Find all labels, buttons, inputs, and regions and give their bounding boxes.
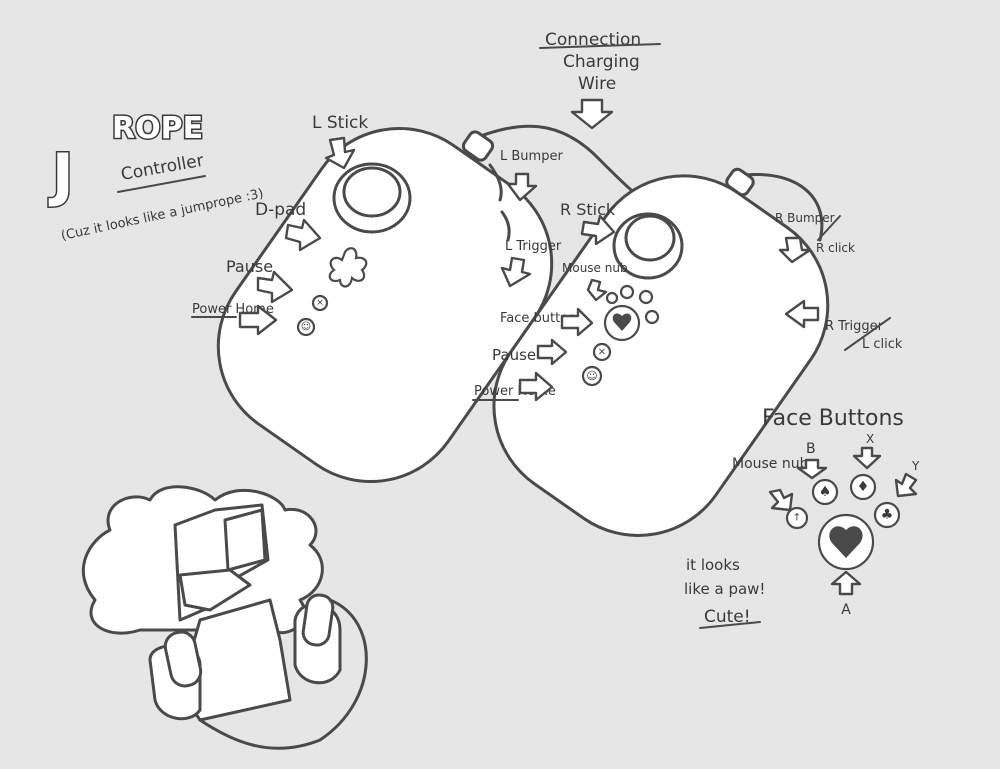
right-x-button[interactable] [638,289,654,305]
r-bumper-arrow-icon [778,236,812,264]
left-controller-body [216,126,554,484]
club-icon: ♣ [881,507,894,523]
title-block: J ROPE Controller (Cuz it looks like a j… [47,110,265,244]
legend-a-arrow-icon [830,570,862,596]
r-stick-arrow-icon [580,214,616,246]
right-home-button[interactable] [581,365,603,387]
label-r-bumper: R Bumper [775,211,835,225]
r-trigger-slash [844,317,891,351]
r-trigger-arrow-icon [784,299,820,329]
legend-title: Face Buttons [762,406,904,431]
legend-b-arrow-icon [796,458,828,480]
character-screen [223,508,267,572]
face-legend: Face Buttons Mouse nub B X Y ↑ ♠ ♦ ♣ A i… [684,406,920,629]
legend-mouse-nub-button [785,506,809,530]
label-r-click: R click [816,241,855,255]
left-labels: L Stick L Bumper L Trigger D-pad Pause P… [191,113,563,336]
l-stick-arrow-icon [324,136,356,170]
label-l-trigger: L Trigger [505,239,562,254]
face-buttons-arrow-icon [560,307,594,337]
left-pause-button[interactable] [311,294,329,312]
spade-icon: ♠ [819,484,832,500]
left-bumper [488,163,503,202]
right-b-button[interactable] [619,284,635,300]
right-y-button[interactable] [644,309,660,325]
right-home-glyph: ☺ [586,370,597,383]
left-home-glyph: ☺ [301,322,311,333]
right-pause-arrow-icon [536,338,568,366]
label-right-pause: Pause [492,346,536,364]
label-r-stick: R Stick [560,200,616,219]
right-mouse-nub[interactable] [605,291,619,305]
left-pause-arrow-icon [256,270,294,304]
l-trigger-arrow-icon [500,256,532,288]
right-wire-loop [743,172,824,242]
character-left-controller [163,630,203,688]
right-controller-body [492,174,830,537]
dpad-arrow-icon [284,218,322,252]
label-mouse-nub: Mouse nub [562,261,628,275]
wire-arrow-icon [570,98,614,130]
right-labels: R Stick Mouse nub Face buttons Pause Pow… [472,200,903,402]
wire-label-line2: Charging [563,52,640,72]
legend-mouse-nub-arrow-icon [768,488,794,512]
character-right-controller [301,593,335,647]
legend-b-label: B [806,441,816,457]
legend-mouse-nub-glyph: ↑ [793,513,801,524]
label-l-bumper: L Bumper [500,149,563,164]
character-face [178,568,252,612]
left-home-button[interactable] [296,317,316,337]
legend-note-line2: like a paw! [684,580,765,598]
mouse-nub-arrow-icon [586,278,608,302]
right-pause-glyph: × [598,347,606,358]
legend-x-label: X [866,432,874,446]
left-pause-glyph: × [316,298,324,308]
legend-y-label: Y [911,459,920,473]
wire-label: Connection Charging Wire [539,30,661,94]
legend-x-arrow-icon [852,446,882,470]
label-l-click: L click [862,337,903,352]
r-stick-cap[interactable] [624,214,676,262]
title-subtitle: Controller [119,151,205,185]
left-power-arrow-icon [238,304,278,336]
legend-mouse-nub-label: Mouse nub [732,456,809,472]
label-left-pause: Pause [226,257,273,276]
title-note: (Cuz it looks like a jumprope :3) [60,186,265,244]
heart-icon [612,313,632,331]
diamond-icon: ♦ [857,479,870,495]
legend-heart-icon [829,526,863,558]
label-l-stick: L Stick [312,113,368,133]
r-bumper-slash [817,215,841,241]
dpad-icon[interactable] [328,247,368,288]
legend-b-button [811,478,839,506]
label-r-trigger: R Trigger [825,319,884,334]
l-bumper-arrow-icon [506,172,538,202]
logo-word: ROPE [112,111,203,146]
left-trigger [500,210,511,242]
l-stick-cap[interactable] [342,166,402,218]
legend-note-line3: Cute! [704,607,751,627]
wire-label-underline [539,43,661,49]
right-pause-button[interactable] [592,342,612,362]
legend-note-underline [699,621,761,629]
legend-note-line1: it looks [686,556,740,574]
right-controller: × ☺ [492,167,830,537]
legend-y-arrow-icon [894,472,918,498]
legend-y-button [873,501,901,529]
left-wire-port [461,130,495,162]
label-dpad: D-pad [255,200,306,220]
legend-x-button [849,473,877,501]
subtitle-underline [117,175,206,193]
character-illustration [81,485,368,750]
character-rope-wire [198,598,368,750]
wire-label-line3: Wire [578,74,616,94]
logo-big-letter: J [48,141,74,209]
right-power-arrow-icon [518,371,554,402]
legend-a-label: A [841,602,851,618]
left-controller: × ☺ [216,126,554,484]
